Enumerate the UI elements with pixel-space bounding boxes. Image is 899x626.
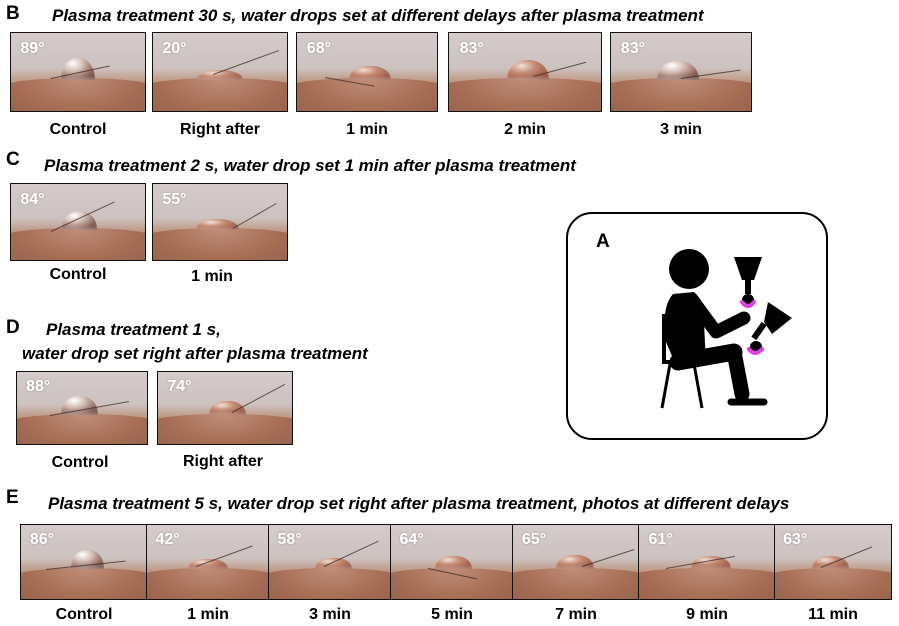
photo-b-1min: 68°	[296, 32, 438, 112]
caption: 9 min	[686, 606, 728, 623]
photo-b-control: 89°	[10, 32, 146, 112]
photo-b-3min: 83°	[610, 32, 752, 112]
caption: 5 min	[431, 606, 473, 623]
contact-angle: 89°	[20, 39, 45, 57]
photo-e-5min: 64°	[390, 524, 514, 600]
contact-angle: 88°	[26, 378, 51, 396]
caption: 1 min	[191, 268, 233, 285]
panel-a-box: A	[566, 212, 828, 440]
photo-c-1min: 55°	[152, 183, 288, 261]
panel-a-label: A	[596, 231, 610, 252]
contact-angle: 83°	[459, 39, 484, 57]
photo-e-7min: 65°	[512, 524, 640, 600]
photo-b-2min: 83°	[448, 32, 602, 112]
contact-angle: 86°	[29, 531, 55, 549]
caption: Control	[49, 121, 107, 138]
panel-b-label: B	[6, 3, 20, 24]
photo-b-right-after: 20°	[152, 32, 288, 112]
photo-c-control: 84°	[10, 183, 146, 261]
seated-person-plasma-icon	[660, 248, 792, 408]
panel-d-label: D	[6, 317, 20, 338]
contact-angle: 74°	[167, 378, 192, 396]
caption: Control	[49, 266, 107, 283]
contact-angle: 61°	[648, 531, 673, 549]
photo-d-right-after: 74°	[157, 371, 293, 445]
photo-e-1min: 42°	[146, 524, 270, 600]
contact-angle: 20°	[162, 39, 187, 57]
panel-e-title: Plasma treatment 5 s, water drop set rig…	[48, 494, 790, 513]
photo-d-control: 88°	[16, 371, 148, 445]
contact-angle: 83°	[620, 39, 645, 57]
caption: 2 min	[504, 121, 546, 138]
caption: 1 min	[187, 606, 229, 623]
panel-c-title: Plasma treatment 2 s, water drop set 1 m…	[44, 156, 576, 175]
contact-angle: 63°	[783, 531, 808, 549]
photo-e-control: 86°	[20, 524, 148, 600]
panel-e-label: E	[6, 487, 19, 508]
photo-e-9min: 61°	[638, 524, 776, 600]
panel-d-title-line1: Plasma treatment 1 s,	[46, 320, 221, 339]
panel-b-title: Plasma treatment 30 s, water drops set a…	[52, 6, 704, 25]
contact-angle: 64°	[399, 531, 424, 549]
caption: 3 min	[309, 606, 351, 623]
contact-angle: 68°	[306, 39, 331, 57]
caption: 7 min	[555, 606, 597, 623]
contact-angle: 65°	[521, 531, 547, 549]
contact-angle: 42°	[155, 531, 180, 549]
caption: Right after	[180, 121, 260, 138]
caption: Right after	[183, 453, 263, 470]
caption: 1 min	[346, 121, 388, 138]
panel-c-label: C	[6, 149, 20, 170]
caption: Control	[51, 454, 109, 471]
contact-angle: 58°	[277, 531, 302, 549]
panel-d-title-line2: water drop set right after plasma treatm…	[22, 344, 368, 363]
contact-angle: 55°	[162, 190, 187, 208]
caption: 3 min	[660, 121, 702, 138]
contact-angle: 84°	[20, 190, 45, 208]
photo-e-3min: 58°	[268, 524, 392, 600]
caption: 11 min	[808, 606, 858, 623]
caption: Control	[55, 606, 113, 623]
photo-e-11min: 63°	[774, 524, 892, 600]
